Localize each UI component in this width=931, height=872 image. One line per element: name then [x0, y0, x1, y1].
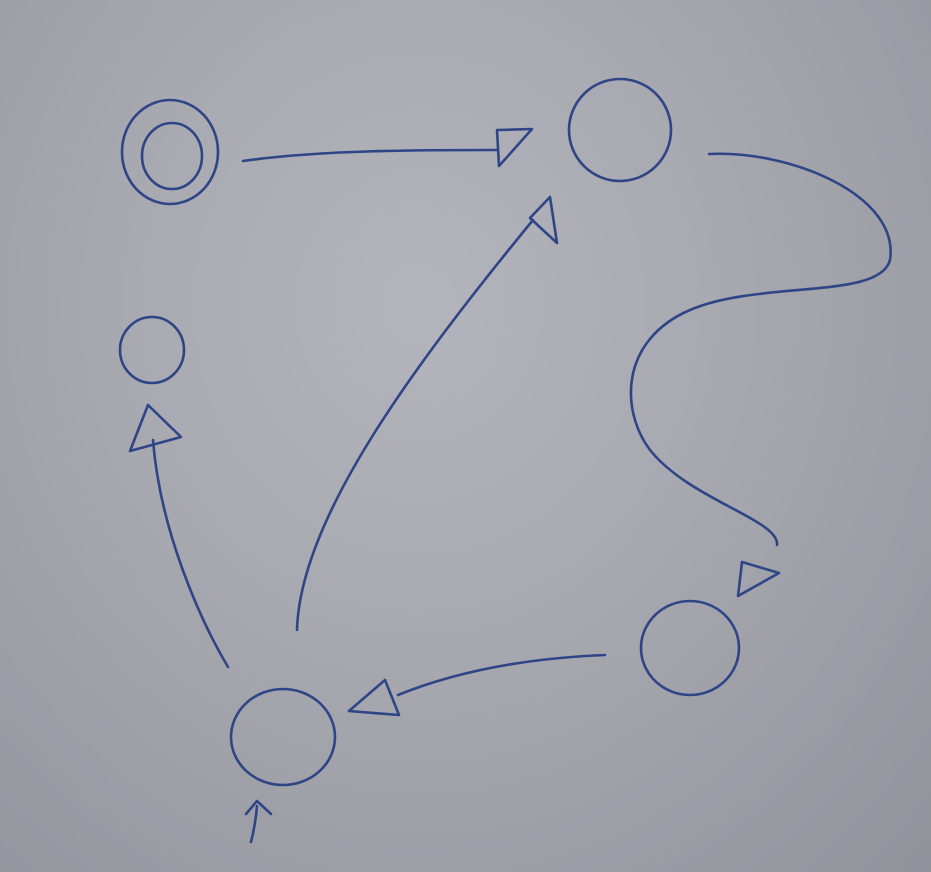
state-circle-bottom-right — [639, 599, 741, 697]
transition-start-to-left-small-curve — [151, 438, 230, 669]
state-circle-top-right — [567, 77, 673, 183]
transition-top-right-to-bottom-right-arrowhead — [736, 560, 781, 598]
start-marker-arrowhead — [244, 799, 273, 816]
transition-accepting-to-top-right-arrowhead — [495, 127, 534, 168]
transition-bottom-right-to-start-arrowhead — [347, 678, 401, 717]
state-circle-left-small — [118, 315, 186, 385]
start-marker-line — [249, 804, 259, 844]
transition-start-to-top-right-curve — [295, 218, 535, 632]
transition-bottom-right-to-start-curve — [396, 653, 607, 697]
state-circle-start — [229, 687, 337, 787]
state-inner-circle-accepting — [140, 121, 204, 191]
state-circle-accepting — [120, 98, 220, 206]
transition-start-to-top-right-arrowhead — [528, 195, 559, 245]
transition-top-right-to-bottom-right-curve — [629, 152, 892, 547]
transition-accepting-to-top-right-curve — [241, 148, 499, 163]
transition-start-to-left-small-arrowhead — [128, 403, 183, 453]
